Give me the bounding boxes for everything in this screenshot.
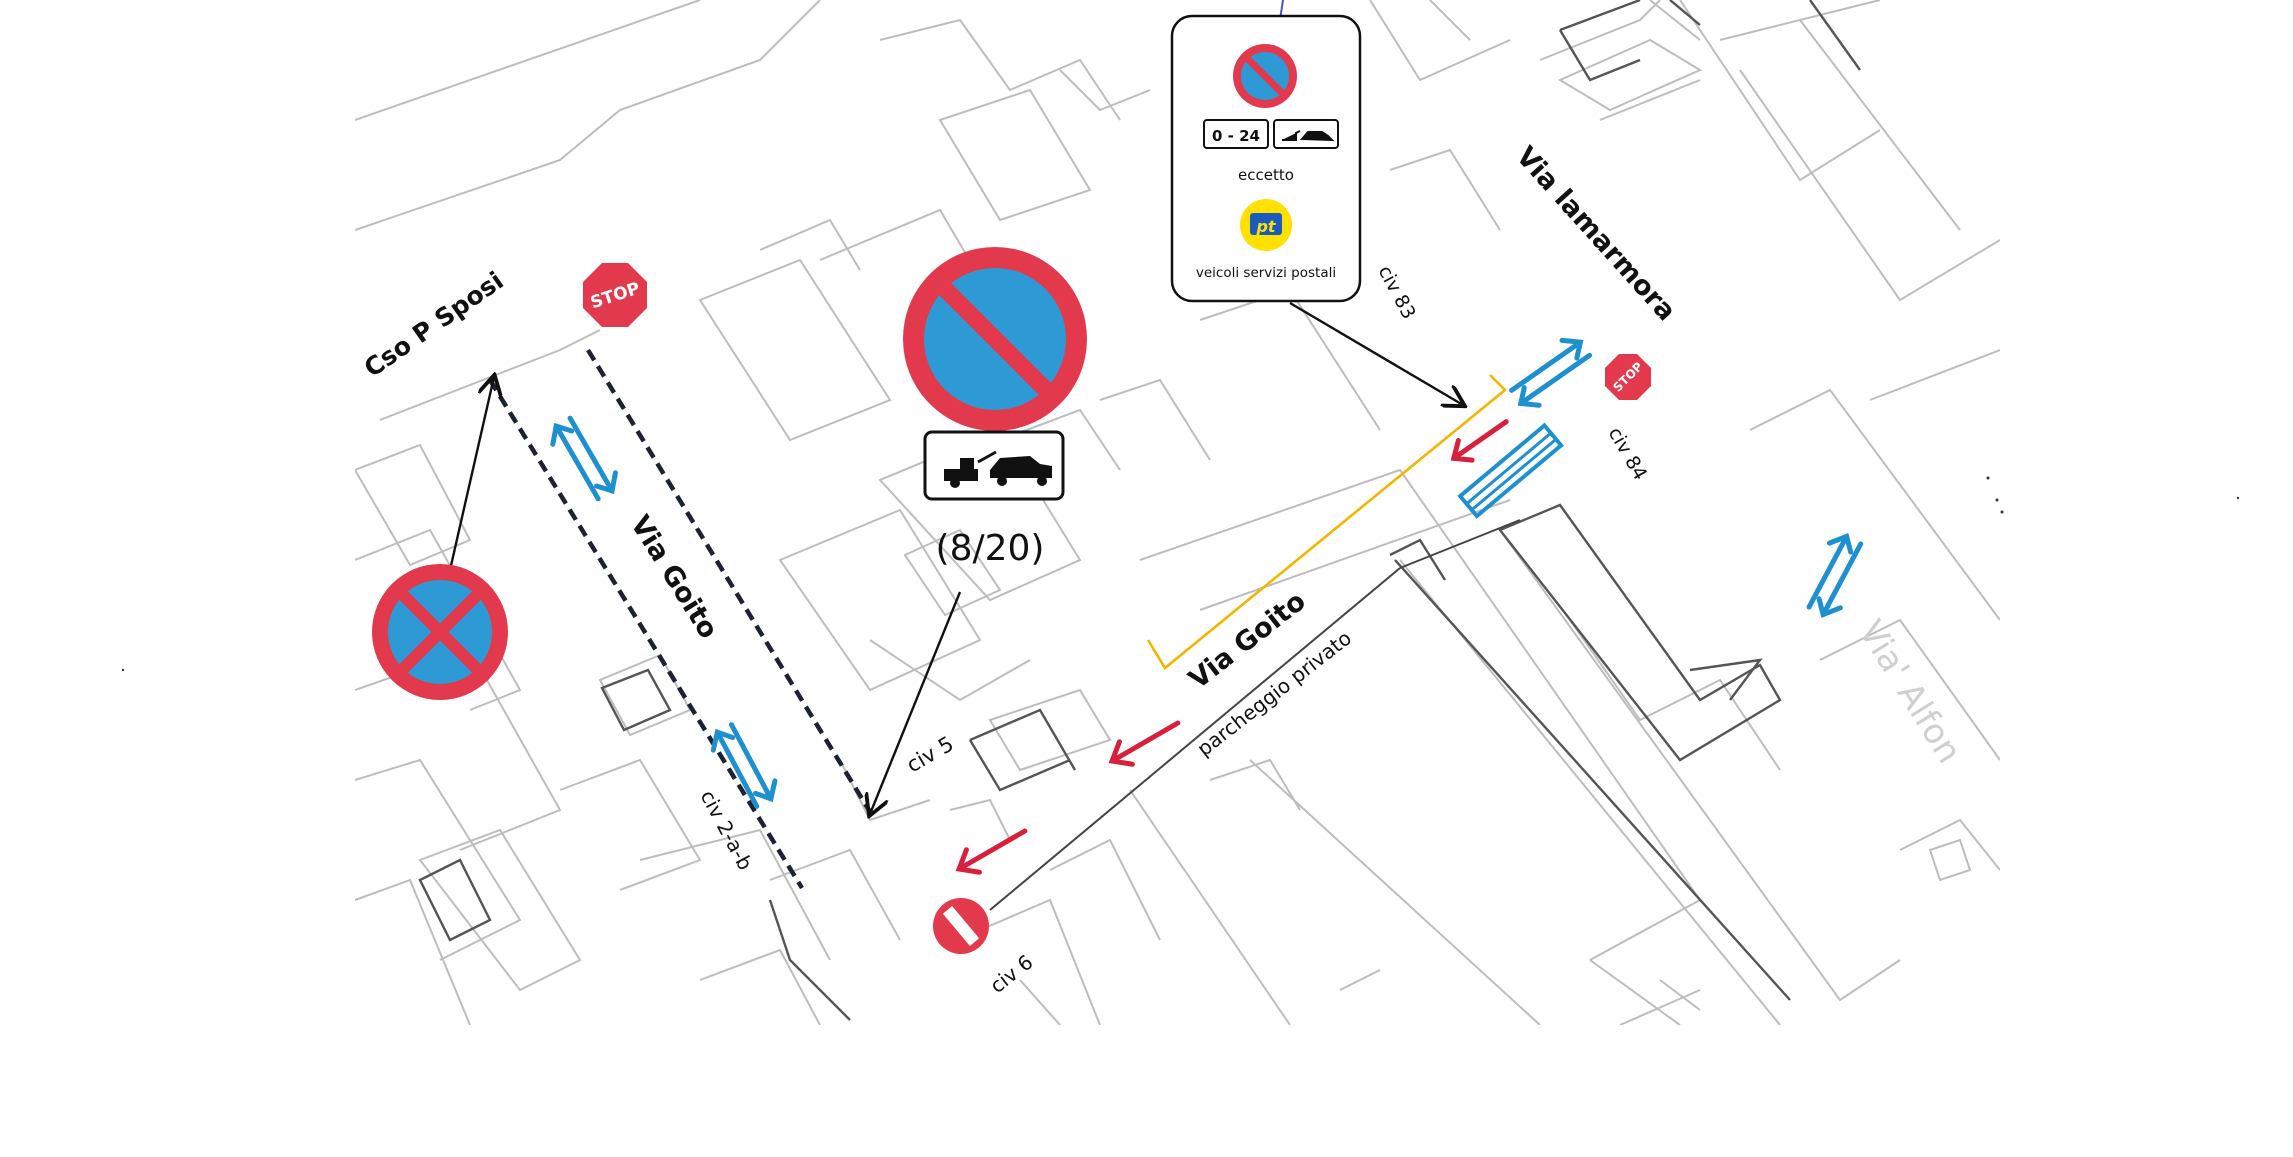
civic-number-label: civ 5	[903, 732, 958, 778]
civic-number-label: civ 83	[1374, 262, 1420, 323]
tow-truck-small-icon	[1273, 119, 1339, 149]
postal-eccetto-label: eccetto	[1238, 166, 1294, 184]
civic-number-label: civ 2-a-b	[696, 786, 758, 874]
street-label-via-lamarmora: Via lamarmora	[1510, 141, 1682, 327]
no-parking-sign-icon	[903, 247, 1087, 431]
civic-number-label: civ 84	[1604, 424, 1652, 485]
no-stopping-dashed-lines	[488, 348, 874, 890]
no-stopping-sign-icon	[372, 564, 508, 700]
postal-time-label: 0 - 24	[1212, 127, 1260, 145]
parking-bay	[1457, 422, 1564, 519]
building-outlines-dark	[418, 0, 1861, 1021]
postal-reserved-sign: 0 - 24 eccetto pt veicoli servizi postal…	[1170, 14, 1362, 303]
one-way-arrow-icon	[955, 419, 1509, 875]
two-way-arrows-icon	[550, 337, 1864, 809]
tow-truck-icon	[923, 430, 1065, 501]
pointer-lines	[448, 301, 1463, 814]
via-goito-east-edges	[989, 519, 1521, 911]
scan-specks	[121, 476, 2240, 672]
postal-logo-icon: pt	[1240, 199, 1292, 251]
stop-sign-icon: STOP	[583, 263, 647, 327]
postal-reserved-line	[1146, 374, 1507, 670]
no-entry-sign-icon	[933, 898, 989, 954]
street-label-cso-p-sposi: Cso P Sposi	[359, 266, 509, 383]
postal-caption-label: veicoli servizi postali	[1196, 265, 1336, 281]
no-parking-small-icon	[1233, 44, 1297, 108]
hours-label: (8/20)	[936, 528, 1045, 569]
svg-text:pt: pt	[1255, 217, 1276, 236]
stop-sign-icon: STOP	[1605, 354, 1651, 400]
